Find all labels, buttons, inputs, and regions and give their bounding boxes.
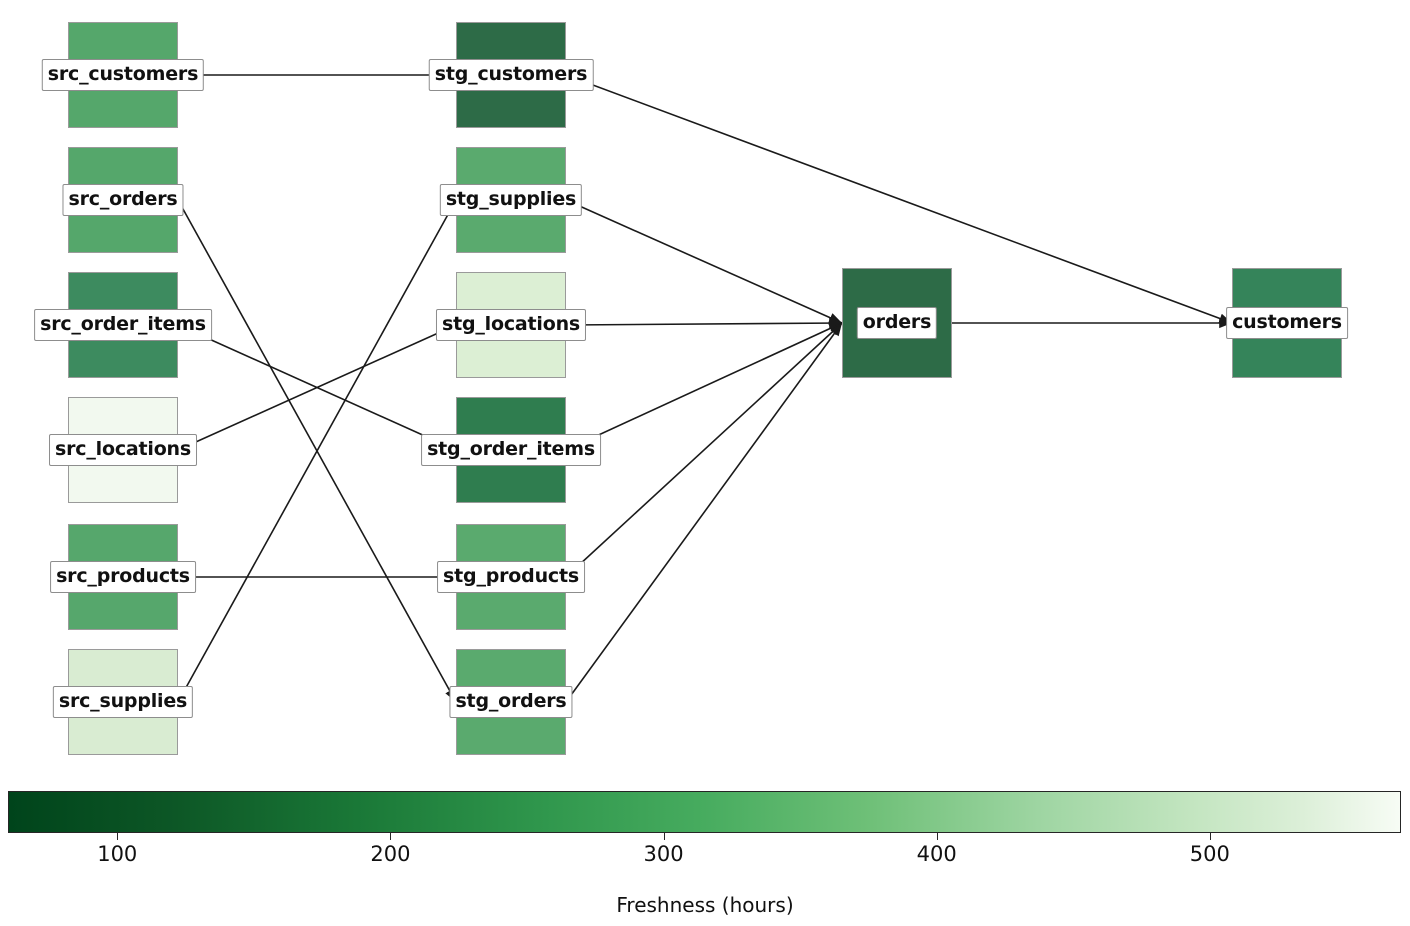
colorbar-tick-mark <box>1209 833 1211 840</box>
edge-src_supplies-to-stg_supplies <box>177 199 457 703</box>
colorbar-tick-mark <box>390 833 392 840</box>
colorbar-tick-label: 100 <box>97 842 138 866</box>
edges-layer <box>177 74 1233 703</box>
edge-stg_customers-to-customers <box>565 74 1233 324</box>
colorbar-tick-mark <box>663 833 665 840</box>
colorbar-tick-label: 500 <box>1189 842 1230 866</box>
node-label-stg_customers: stg_customers <box>428 59 594 91</box>
node-label-src_products: src_products <box>50 561 196 593</box>
edge-stg_locations-to-orders <box>565 317 843 329</box>
node-label-src_customers: src_customers <box>41 59 205 91</box>
node-label-stg_order_items: stg_order_items <box>421 434 601 466</box>
colorbar-tick-label: 200 <box>370 842 411 866</box>
node-label-stg_products: stg_products <box>437 561 585 593</box>
edge-stg_order_items-to-orders <box>565 322 843 451</box>
node-label-src_locations: src_locations <box>49 434 197 466</box>
node-label-stg_supplies: stg_supplies <box>439 184 583 216</box>
node-label-stg_orders: stg_orders <box>449 686 573 718</box>
colorbar-tick-mark <box>936 833 938 840</box>
colorbar-gradient <box>8 791 1401 833</box>
colorbar-title: Freshness (hours) <box>616 893 794 917</box>
edge-stg_orders-to-orders <box>565 322 843 703</box>
node-label-src_supplies: src_supplies <box>52 686 194 718</box>
node-label-src_orders: src_orders <box>62 184 184 216</box>
colorbar-tick-label: 300 <box>643 842 684 866</box>
node-label-customers: customers <box>1226 307 1348 339</box>
edge-stg_products-to-orders <box>565 322 843 578</box>
node-label-orders: orders <box>856 307 938 339</box>
edge-stg_supplies-to-orders <box>565 199 843 324</box>
colorbar-ticks: 100 200 300 400 500 <box>8 833 1401 873</box>
edge-group <box>177 74 1233 703</box>
edge-src_locations-to-stg_locations <box>177 324 457 451</box>
colorbar-tick-label: 400 <box>916 842 957 866</box>
colorbar: 100 200 300 400 500 Freshness (hours) <box>0 780 1410 926</box>
node-label-stg_locations: stg_locations <box>435 309 587 341</box>
node-label-src_order_items: src_order_items <box>34 309 212 341</box>
colorbar-tick-mark <box>117 833 119 840</box>
